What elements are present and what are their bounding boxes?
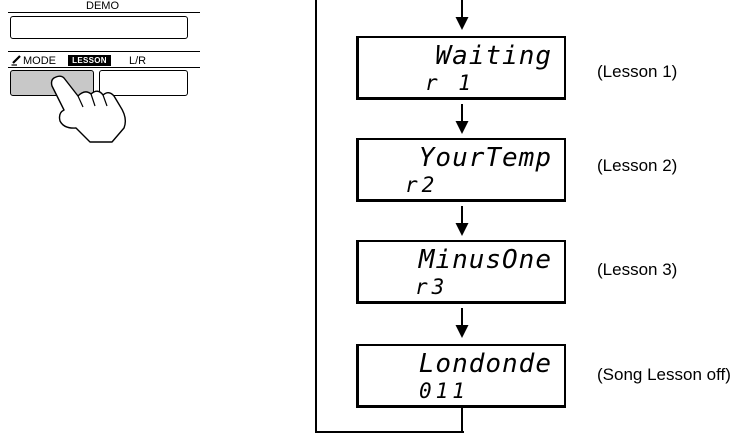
panel-divider bbox=[8, 67, 200, 68]
lcd-line-2: r 1 bbox=[425, 71, 475, 95]
lcd-display-lesson-3: MinusOne r3 bbox=[356, 240, 566, 304]
caption-song-lesson-off: (Song Lesson off) bbox=[597, 365, 731, 384]
lcd-display-lesson-2: YourTemp r2 bbox=[356, 138, 566, 202]
hand-pointer-icon bbox=[50, 75, 127, 143]
panel-divider bbox=[8, 51, 200, 52]
demo-label: DEMO bbox=[86, 0, 119, 12]
lcd-line-1: YourTemp bbox=[418, 143, 552, 173]
lcd-display-song-lesson-off: Londonde 011 bbox=[356, 344, 566, 408]
lcd-line-2: r2 bbox=[405, 173, 439, 197]
lcd-line-1: MinusOne bbox=[418, 245, 552, 275]
arrow-down-icon bbox=[455, 206, 469, 236]
lr-button[interactable] bbox=[99, 70, 188, 96]
lcd-line-1: Waiting bbox=[435, 41, 552, 71]
arrow-down-icon bbox=[455, 0, 469, 30]
caption-lesson-3: (Lesson 3) bbox=[597, 260, 678, 279]
mode-label: MODE bbox=[23, 55, 56, 67]
caption-lesson-1: (Lesson 1) bbox=[597, 62, 678, 81]
lesson-badge: LESSON bbox=[68, 55, 111, 66]
demo-button[interactable] bbox=[10, 16, 188, 39]
loop-line-right bbox=[461, 406, 463, 433]
arrow-down-icon bbox=[455, 104, 469, 134]
loop-line-left bbox=[315, 0, 317, 433]
pencil-icon bbox=[11, 55, 21, 66]
loop-line-bottom bbox=[315, 431, 464, 433]
caption-lesson-2: (Lesson 2) bbox=[597, 156, 678, 175]
lr-label: L/R bbox=[129, 55, 147, 67]
lcd-line-1: Londonde bbox=[418, 349, 552, 379]
lcd-display-lesson-1: Waiting r 1 bbox=[356, 36, 566, 100]
lcd-line-2: 011 bbox=[419, 379, 469, 403]
panel-divider bbox=[8, 12, 200, 13]
lcd-line-2: r3 bbox=[415, 275, 449, 299]
arrow-down-icon bbox=[455, 308, 469, 338]
